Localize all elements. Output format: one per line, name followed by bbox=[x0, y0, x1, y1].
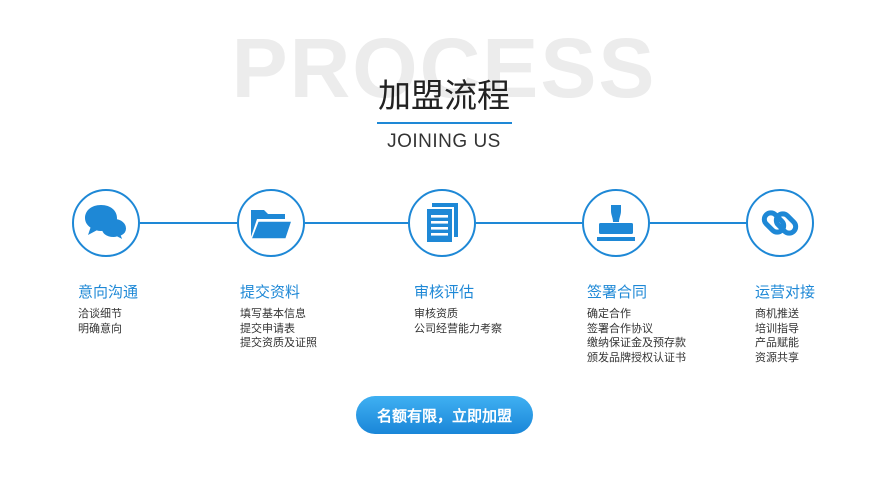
step-4-title: 签署合同 bbox=[587, 283, 648, 301]
process-watermark: PROCESS bbox=[231, 21, 657, 115]
step-4-line-1: 确定合作 bbox=[587, 307, 631, 320]
step-4-line-3: 缴纳保证金及预存款 bbox=[587, 336, 686, 350]
step-2-line-1: 填写基本信息 bbox=[240, 307, 306, 320]
connector-line bbox=[650, 222, 746, 224]
step-3-circle bbox=[408, 189, 476, 257]
step-5-details: 商机推送 培训指导 产品赋能 资源共享 bbox=[755, 307, 799, 365]
step-1-details: 洽谈细节 明确意向 bbox=[78, 307, 122, 336]
connector-line bbox=[476, 222, 582, 224]
step-5-circle bbox=[746, 189, 814, 257]
document-list-icon bbox=[425, 203, 458, 244]
step-4-line-4: 颁发品牌授权认证书 bbox=[587, 350, 686, 364]
step-1-line-2: 明确意向 bbox=[78, 321, 122, 335]
step-2-details: 填写基本信息 提交申请表 提交资质及证照 bbox=[240, 307, 317, 351]
step-3-line-2: 公司经营能力考察 bbox=[414, 321, 502, 335]
folder-icon bbox=[249, 210, 293, 240]
title-underline bbox=[377, 122, 512, 124]
step-3-details: 审核资质 公司经营能力考察 bbox=[414, 307, 502, 336]
step-5-line-4: 资源共享 bbox=[755, 350, 799, 364]
step-3-title: 审核评估 bbox=[414, 283, 475, 301]
step-1-circle bbox=[72, 189, 140, 257]
page-title: 加盟流程 bbox=[378, 76, 510, 115]
connector-line bbox=[305, 222, 408, 224]
step-2-title: 提交资料 bbox=[240, 283, 301, 301]
chat-bubbles-icon bbox=[85, 205, 128, 243]
step-4-circle bbox=[582, 189, 650, 257]
step-5-line-2: 培训指导 bbox=[755, 321, 799, 335]
step-4-line-2: 签署合作协议 bbox=[587, 321, 653, 335]
link-icon bbox=[761, 210, 799, 236]
connector-line bbox=[140, 222, 237, 224]
step-1-line-1: 洽谈细节 bbox=[78, 307, 122, 320]
step-2-line-3: 提交资质及证照 bbox=[240, 336, 317, 350]
step-4-details: 确定合作 签署合作协议 缴纳保证金及预存款 颁发品牌授权认证书 bbox=[587, 307, 686, 365]
page-subtitle: JOINING US bbox=[387, 131, 501, 152]
step-2-line-2: 提交申请表 bbox=[240, 321, 295, 335]
step-2-circle bbox=[237, 189, 305, 257]
step-5-line-1: 商机推送 bbox=[755, 307, 799, 320]
join-now-button[interactable]: 名额有限，立即加盟 bbox=[356, 396, 533, 434]
stamp-icon bbox=[597, 205, 635, 241]
step-5-line-3: 产品赋能 bbox=[755, 336, 799, 350]
step-3-line-1: 审核资质 bbox=[414, 307, 458, 320]
step-1-title: 意向沟通 bbox=[78, 283, 139, 301]
step-5-title: 运营对接 bbox=[755, 283, 816, 301]
